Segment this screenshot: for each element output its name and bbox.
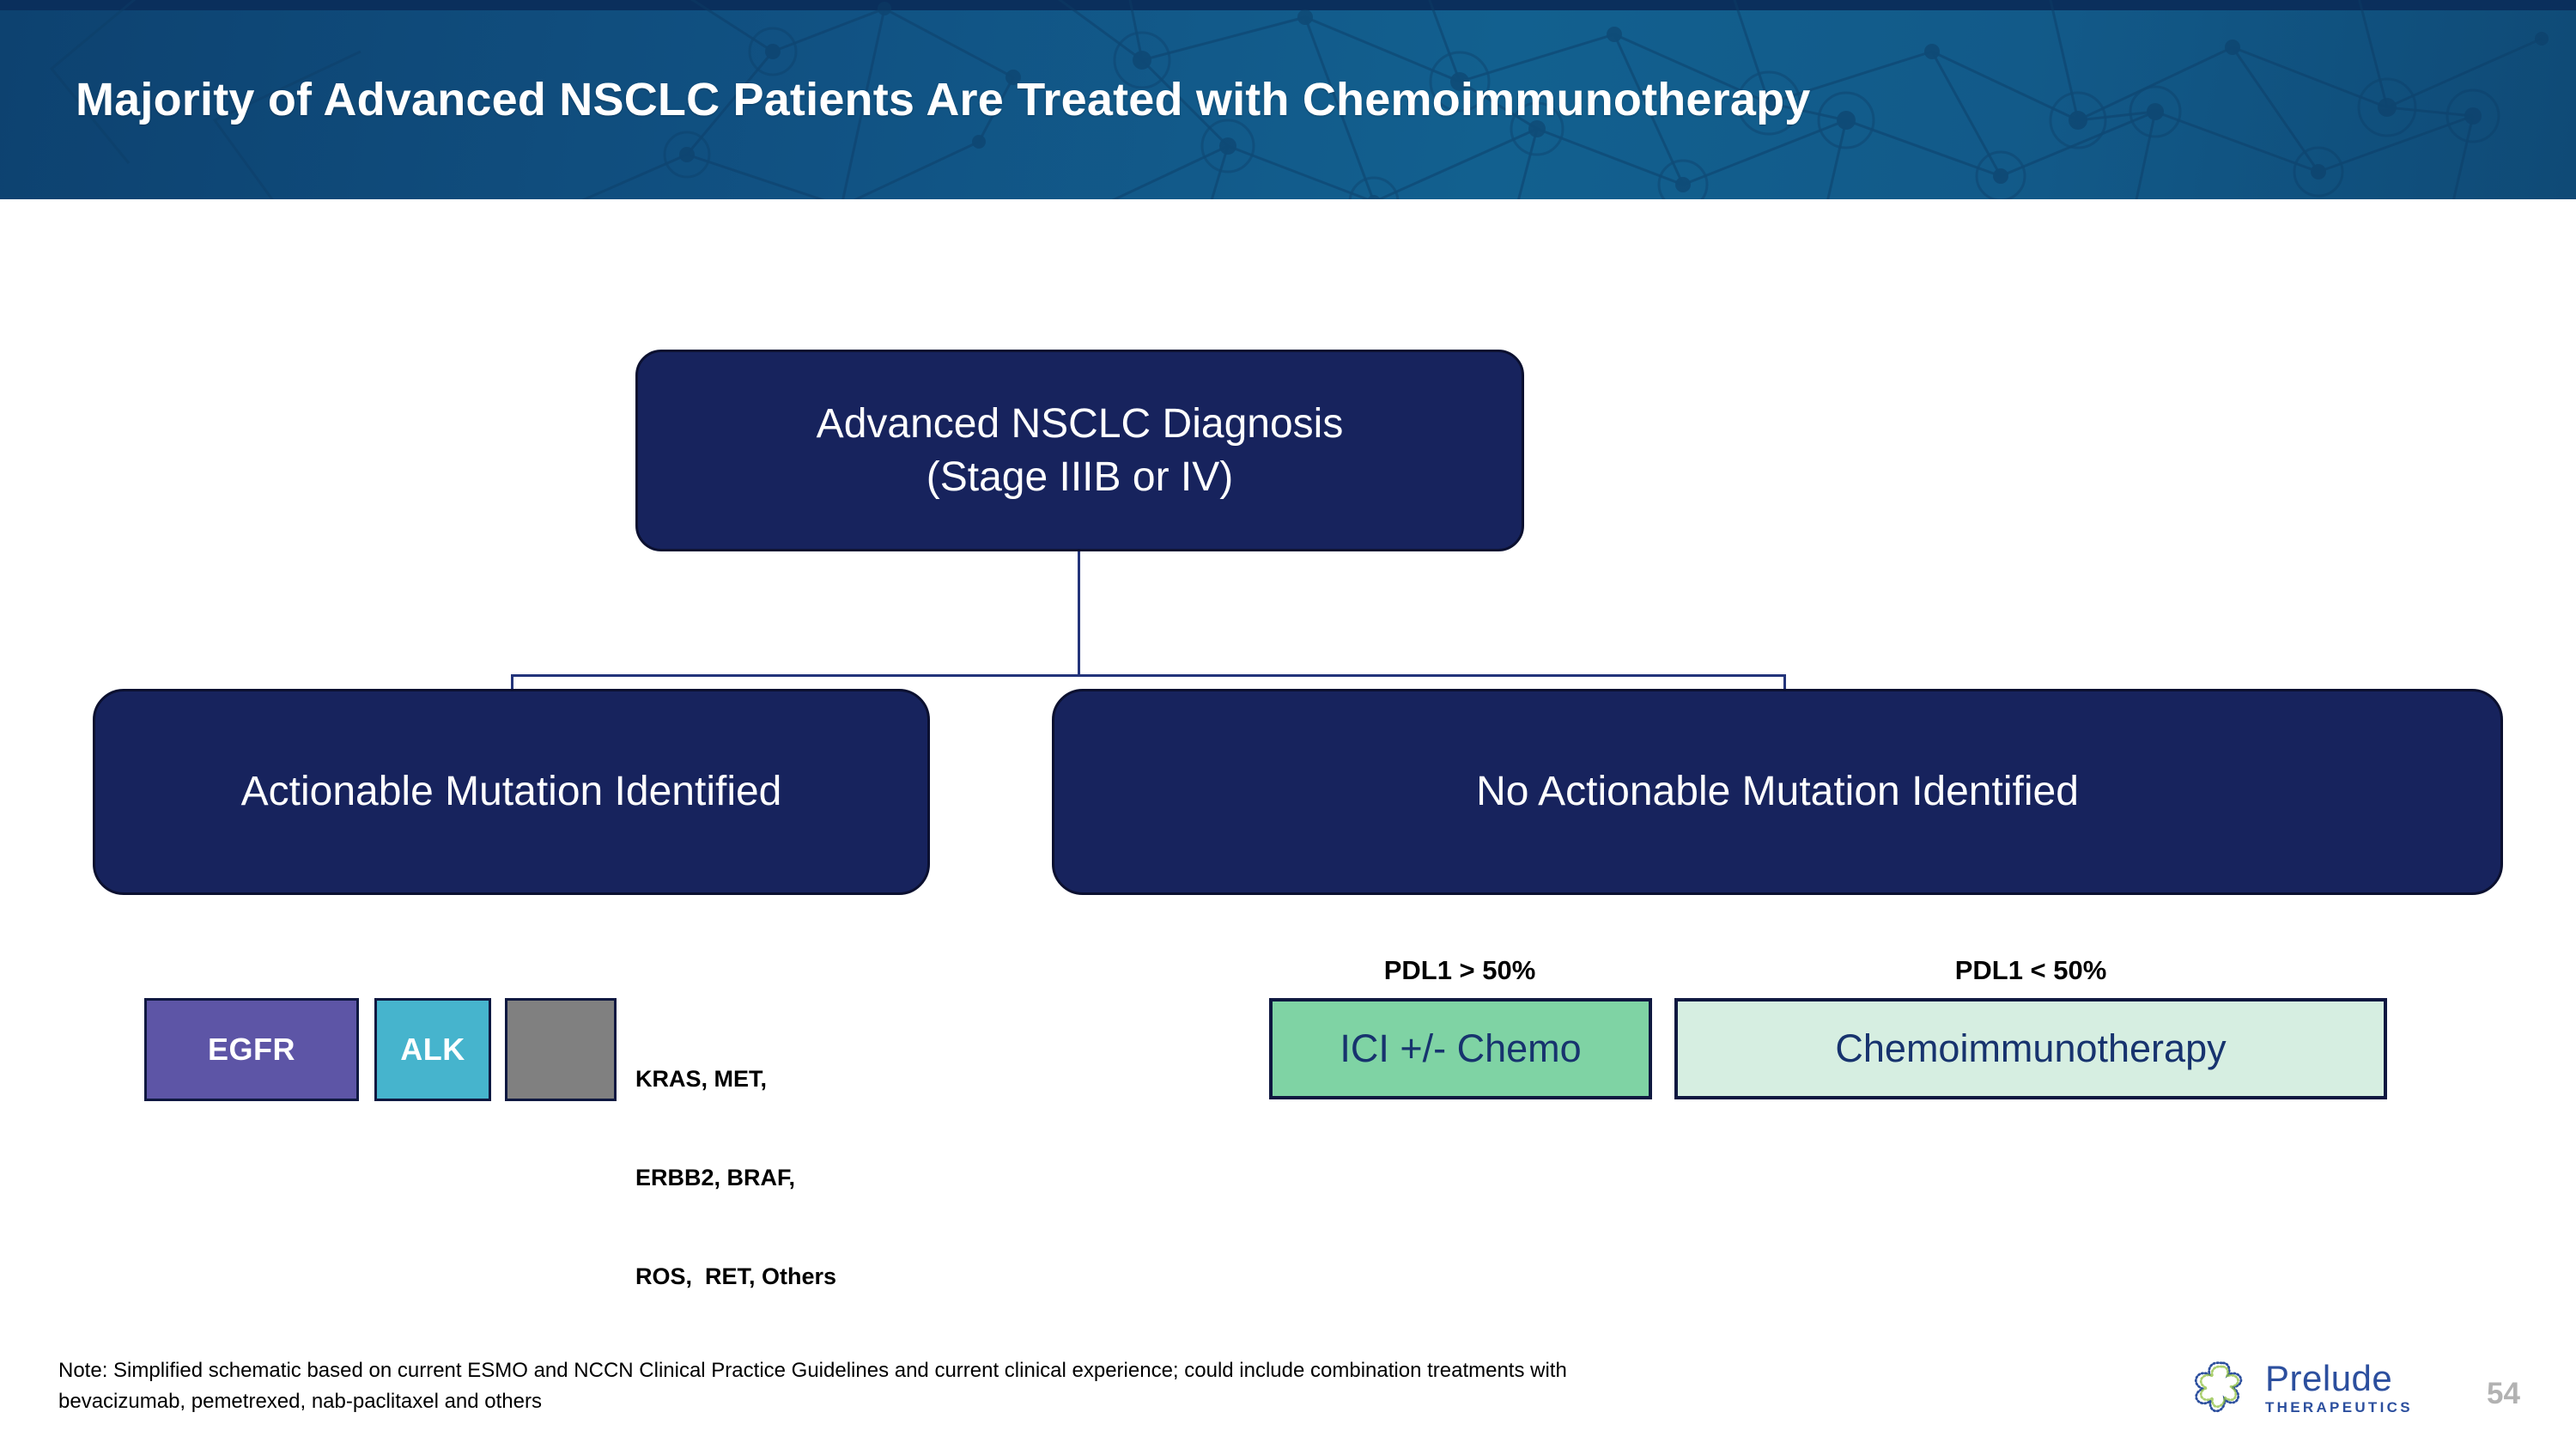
diagnosis-line-2: (Stage IIIB or IV) xyxy=(926,454,1234,500)
diagnosis-line-1: Advanced NSCLC Diagnosis xyxy=(816,401,1344,447)
network-pattern-decoration xyxy=(49,0,2549,199)
pdl1-low-label: PDL1 < 50% xyxy=(1954,955,2107,985)
company-logo: Prelude THERAPEUTICS xyxy=(2186,1355,2444,1433)
starburst-logo-icon xyxy=(2194,1361,2243,1413)
other-mutations-line-1: KRAS, MET, xyxy=(635,1065,768,1092)
node-advanced-nsclc-diagnosis: Advanced NSCLC Diagnosis (Stage IIIB or … xyxy=(635,350,1524,551)
logo-name: Prelude xyxy=(2265,1358,2393,1398)
slide-header-banner: Majority of Advanced NSCLC Patients Are … xyxy=(0,0,2576,199)
page-title: Majority of Advanced NSCLC Patients Are … xyxy=(76,74,1811,125)
page-number: 54 xyxy=(2487,1377,2520,1410)
node-no-actionable-mutation-identified: No Actionable Mutation Identified xyxy=(1052,689,2503,895)
footnote-line-2: bevacizumab, pemetrexed, nab-paclitaxel … xyxy=(58,1390,542,1414)
logo-wordmark: Prelude THERAPEUTICS xyxy=(2265,1358,2413,1416)
mutation-chip-other xyxy=(505,998,617,1101)
logo-tagline: THERAPEUTICS xyxy=(2265,1399,2413,1416)
connector-stem-vertical xyxy=(1078,551,1080,676)
treatment-flow-diagram: Advanced NSCLC Diagnosis (Stage IIIB or … xyxy=(0,199,2576,1289)
other-mutations-list: KRAS, MET, ERBB2, BRAF, ROS, RET, Others xyxy=(635,996,919,1359)
node-actionable-mutation-identified: Actionable Mutation Identified xyxy=(93,689,930,895)
pdl1-high-label: PDL1 > 50% xyxy=(1383,955,1536,985)
header-top-strip xyxy=(0,0,2576,10)
mutation-chip-alk: ALK xyxy=(374,998,491,1101)
treatment-box-chemoimmunotherapy: Chemoimmunotherapy xyxy=(1674,998,2387,1099)
mutation-chip-egfr: EGFR xyxy=(144,998,359,1101)
other-mutations-line-3: ROS, RET, Others xyxy=(635,1263,837,1289)
footnote-line-1: Note: Simplified schematic based on curr… xyxy=(58,1359,1567,1382)
other-mutations-line-2: ERBB2, BRAF, xyxy=(635,1164,796,1190)
footnote: Note: Simplified schematic based on curr… xyxy=(58,1355,2111,1418)
treatment-box-ici-plus-minus-chemo: ICI +/- Chemo xyxy=(1269,998,1652,1099)
mutation-chip-group: EGFR ALK KRAS, MET, ERBB2, BRAF, ROS, RE… xyxy=(144,998,917,1289)
connector-horizontal-bar xyxy=(511,674,1786,677)
